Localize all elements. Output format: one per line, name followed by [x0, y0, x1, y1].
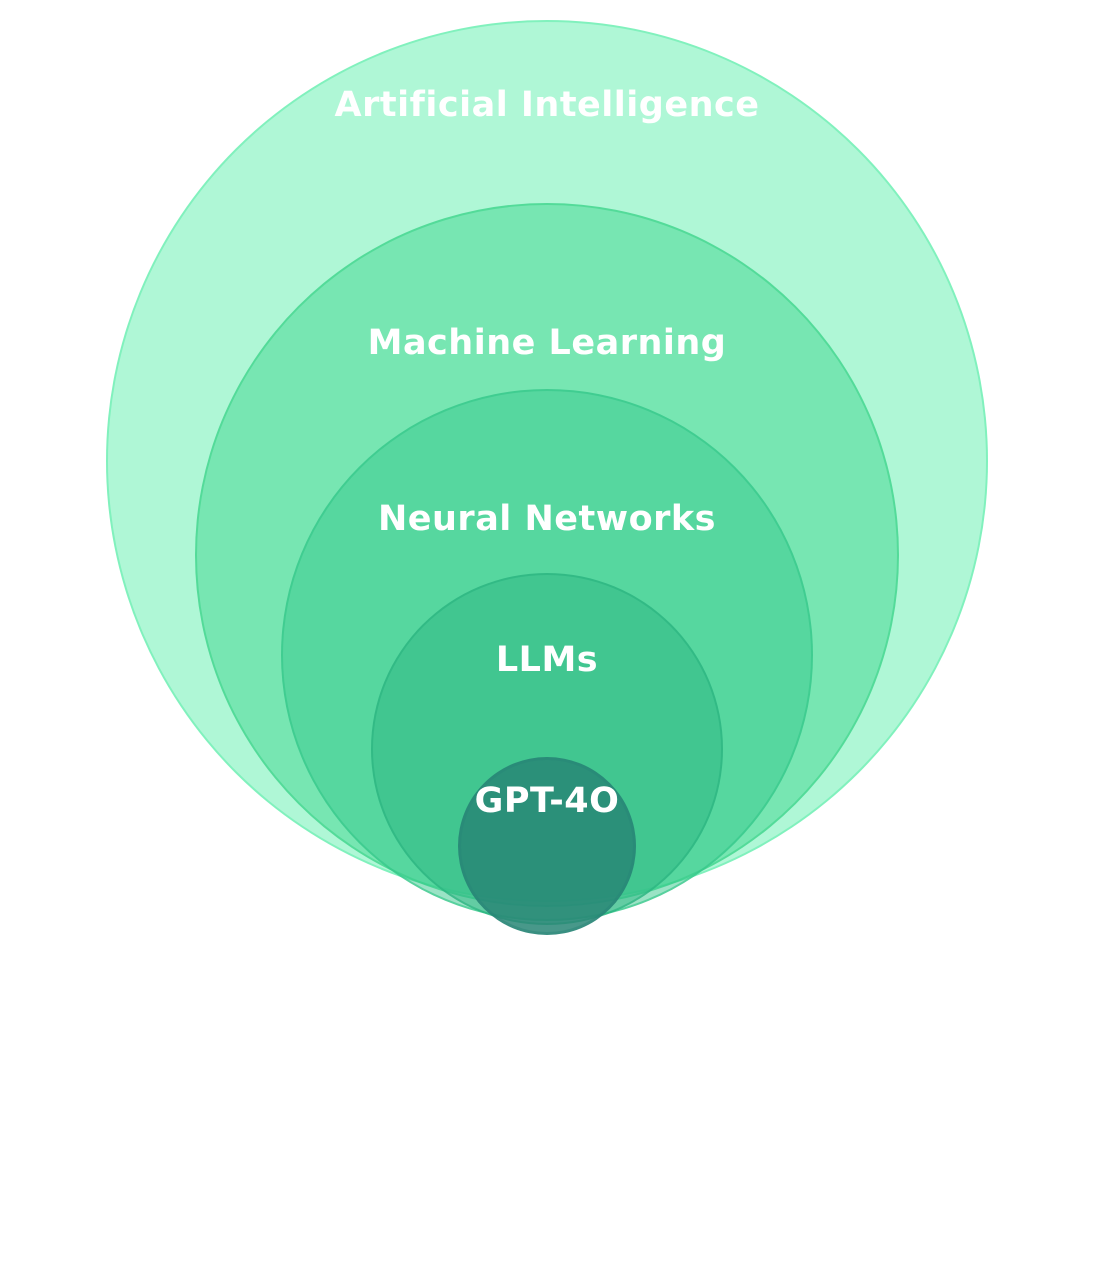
- label-llms: LLMs: [495, 640, 599, 680]
- label-gpt-4o: GPT-4O: [474, 781, 620, 821]
- label-artificial-intelligence: Artificial Intelligence: [334, 85, 760, 125]
- label-machine-learning: Machine Learning: [367, 323, 727, 363]
- label-neural-networks: Neural Networks: [377, 499, 717, 539]
- circle-gpt-4o: [458, 757, 636, 935]
